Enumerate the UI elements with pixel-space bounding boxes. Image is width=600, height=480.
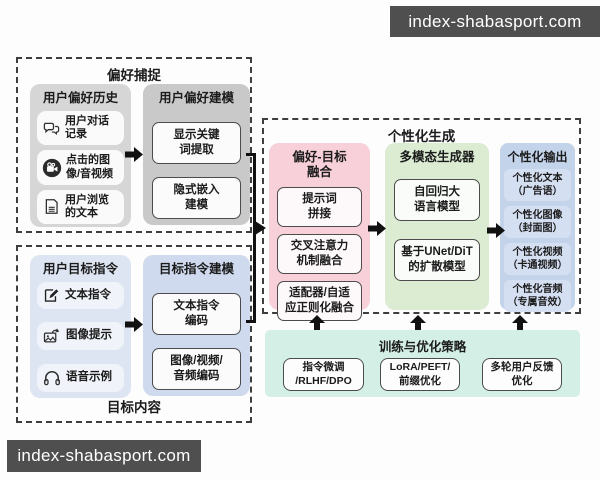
multimodal-generator-panel: 多模态生成器 自回归大 语言模型 基于UNet/DiT 的扩散模型 xyxy=(385,143,489,310)
watermark-bottom-badge: index-shabasport.com xyxy=(7,440,201,472)
node-adapter-regularization-fusion: 适配器/自适 应正则化融合 xyxy=(277,280,362,321)
section-title-personalized-generation: 个性化生成 xyxy=(387,129,456,144)
image-prompt-icon xyxy=(42,326,62,346)
arrow-right-icon xyxy=(368,221,386,236)
watermark-bottom-text: index-shabasport.com xyxy=(17,446,191,465)
merge-connector-bottom-stub xyxy=(246,320,256,323)
list-item-text-instruction: 文本指令 xyxy=(37,282,124,309)
list-item-browsed-text: 用户浏览 的文本 xyxy=(37,189,124,225)
panel-title: 用户偏好建模 xyxy=(158,91,234,105)
list-item-label: 用户浏览 的文本 xyxy=(65,193,109,219)
target-instruction-modeling-panel: 目标指令建模 文本指令 编码 图像/视频/ 音频编码 xyxy=(143,255,250,396)
node-unet-dit-diffusion: 基于UNet/DiT 的扩散模型 xyxy=(394,238,480,281)
list-item-label: 用户对话 记录 xyxy=(65,115,109,141)
list-item-voice-example: 语音示例 xyxy=(37,364,124,392)
node-autoregressive-llm: 自回归大 语言模型 xyxy=(394,179,480,221)
preference-capture-section: 偏好捕捉 用户偏好历史 用户对话 记录 点击的图 像/音视频 用户浏览 的文本 xyxy=(16,57,252,233)
node-implicit-embedding: 隐式嵌入 建模 xyxy=(152,176,241,219)
list-item-label: 文本指令 xyxy=(65,288,111,301)
list-item-label: 点击的图 像/音视频 xyxy=(66,154,114,180)
list-item-user-dialog: 用户对话 记录 xyxy=(37,111,124,146)
arrow-right-icon xyxy=(125,317,143,332)
watermark-top-text: index-shabasport.com xyxy=(408,11,582,31)
node-keyword-extraction: 显示关键 词提取 xyxy=(152,122,241,164)
arrow-up-icon xyxy=(512,315,528,330)
list-item-label: 语音示例 xyxy=(66,371,112,384)
arrow-right-icon xyxy=(125,147,143,162)
panel-title: 个性化输出 xyxy=(507,150,568,164)
training-optimization-panel: 训练与优化策略 指令微调 /RLHF/DPO LoRA/PEFT/ 前缀优化 多… xyxy=(265,330,580,397)
node-instruction-tuning-rlhf-dpo: 指令微调 /RLHF/DPO xyxy=(283,358,364,391)
movie-camera-icon xyxy=(42,158,62,178)
panel-title: 多模态生成器 xyxy=(399,150,475,164)
list-item-image-prompt: 图像提示 xyxy=(37,322,124,350)
arrow-right-icon xyxy=(487,223,505,238)
output-item-video: 个性化视频 （卡通视频） xyxy=(504,243,571,276)
merge-connector-vertical-line xyxy=(253,153,256,323)
section-title-preference-capture: 偏好捕捉 xyxy=(107,68,161,83)
chat-bubbles-icon xyxy=(42,119,61,138)
arrow-up-icon xyxy=(309,315,325,330)
user-target-instruction-panel: 用户目标指令 文本指令 图像提示 语音示例 xyxy=(30,255,131,398)
output-item-image: 个性化图像 （封面图） xyxy=(504,206,571,239)
section-title-target-content: 目标内容 xyxy=(107,400,161,415)
panel-title: 训练与优化策略 xyxy=(378,340,467,354)
node-lora-peft-prefix: LoRA/PEFT/ 前缀优化 xyxy=(380,358,460,391)
preference-target-fusion-panel: 偏好-目标 融合 提示词 拼接 交叉注意力 机制融合 适配器/自适 应正则化融合 xyxy=(269,143,370,321)
personalized-output-panel: 个性化输出 个性化文本 （广告语） 个性化图像 （封面图） 个性化视频 （卡通视… xyxy=(500,143,575,313)
list-item-clicked-media: 点击的图 像/音视频 xyxy=(37,150,124,185)
arrow-head-right-icon xyxy=(255,221,266,235)
watermark-top-badge: index-shabasport.com xyxy=(390,6,600,37)
node-text-instruction-encoding: 文本指令 编码 xyxy=(152,293,241,335)
user-preference-modeling-panel: 用户偏好建模 显示关键 词提取 隐式嵌入 建模 xyxy=(143,84,250,225)
personalized-generation-section: 个性化生成 偏好-目标 融合 提示词 拼接 交叉注意力 机制融合 适配器/自适 … xyxy=(262,118,581,321)
compose-pen-icon xyxy=(42,286,61,305)
output-item-text: 个性化文本 （广告语） xyxy=(504,169,571,202)
panel-title: 偏好-目标 融合 xyxy=(292,150,347,179)
node-cross-attention-fusion: 交叉注意力 机制融合 xyxy=(277,233,362,274)
panel-title: 目标指令建模 xyxy=(158,262,234,276)
arrow-up-icon xyxy=(410,315,426,330)
target-content-section: 目标内容 用户目标指令 文本指令 图像提示 语音示例 xyxy=(16,245,252,423)
panel-title: 用户目标指令 xyxy=(42,262,118,276)
node-multiturn-feedback: 多轮用户反馈 优化 xyxy=(482,358,562,391)
user-preference-history-panel: 用户偏好历史 用户对话 记录 点击的图 像/音视频 用户浏览 的文本 xyxy=(30,84,131,227)
merge-connector-top-stub xyxy=(246,153,256,156)
output-item-audio: 个性化音频 （专属音效） xyxy=(504,280,571,313)
panel-title: 用户偏好历史 xyxy=(42,91,118,105)
node-prompt-concatenation: 提示词 拼接 xyxy=(277,187,362,227)
list-item-label: 图像提示 xyxy=(66,329,112,342)
headphones-icon xyxy=(42,368,62,388)
node-media-encoding: 图像/视频/ 音频编码 xyxy=(152,347,241,390)
document-icon xyxy=(42,197,61,216)
